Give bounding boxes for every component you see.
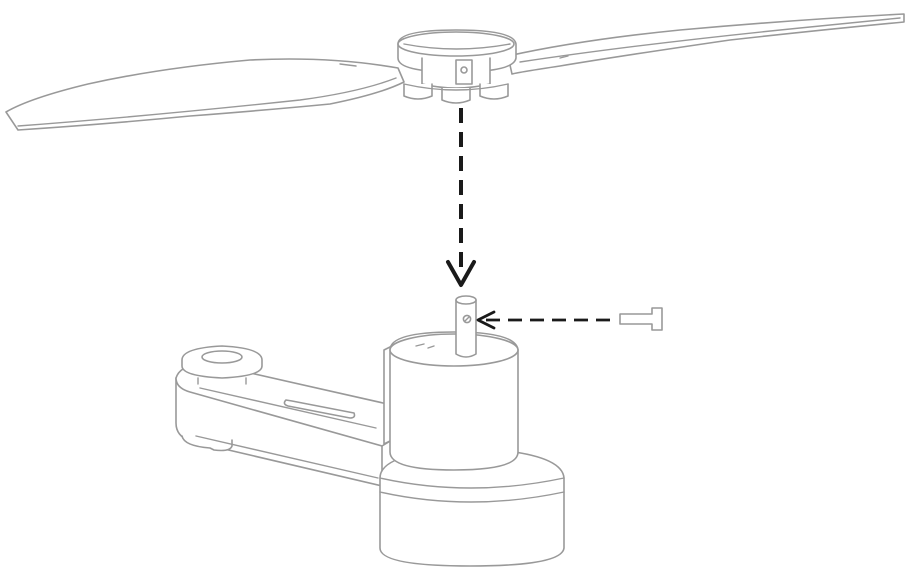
lock-pin-icon (619, 307, 663, 331)
propeller-icon (5, 13, 905, 131)
motor-arm-icon (175, 345, 393, 487)
motor-body-icon (379, 295, 565, 567)
arrow-propeller-to-shaft (446, 108, 476, 287)
arrow-pin-to-shaft-hole (476, 310, 610, 330)
motor-shaft-icon (455, 295, 477, 358)
